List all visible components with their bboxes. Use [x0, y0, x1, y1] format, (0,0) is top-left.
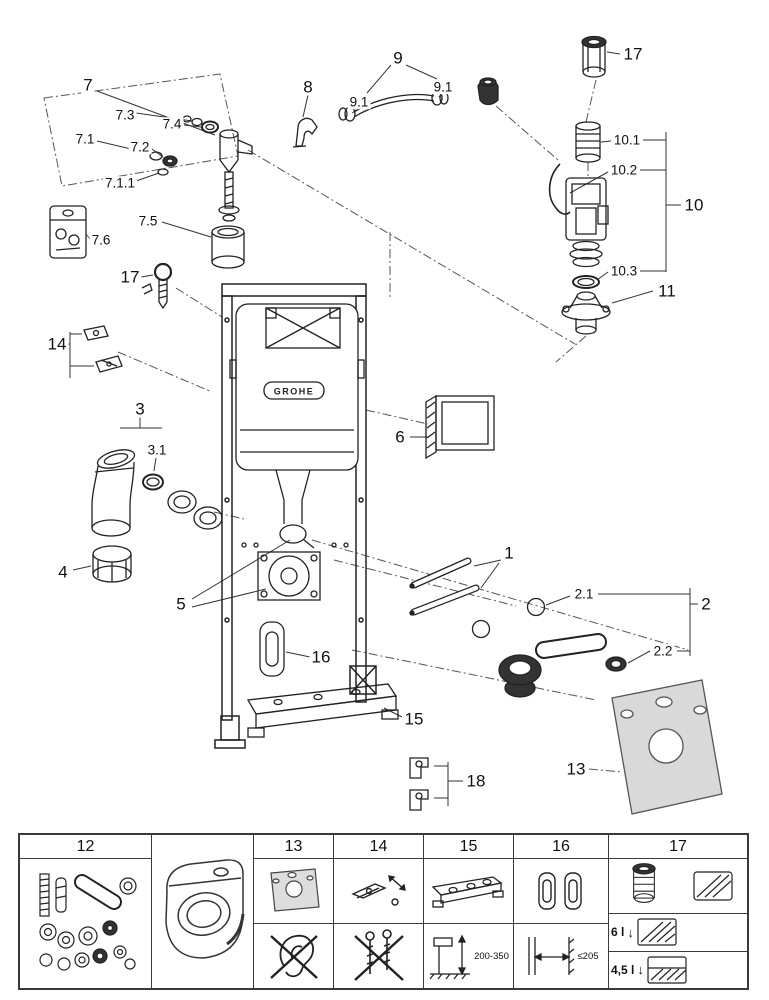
- callout-17-left: 17: [118, 267, 142, 287]
- exploded-diagram: GROHE: [43, 35, 723, 815]
- floor-rail-15: [246, 683, 399, 738]
- support-rail-icon: [424, 859, 513, 923]
- retaining-handle-16: [259, 621, 285, 677]
- down-arrow-icon: ↓: [637, 962, 644, 978]
- inlet-elbow-3: [91, 449, 223, 583]
- callout-9-1a: 9.1: [347, 94, 371, 110]
- fastening-set-icon: [20, 859, 151, 988]
- flush-volume-eco-row: 4,5 l ↓: [609, 950, 747, 989]
- panel-header-12: 12: [20, 835, 151, 859]
- callout-16: 16: [309, 647, 333, 667]
- flush-bend-icon: [632, 863, 656, 903]
- callout-7-3: 7.3: [113, 107, 137, 123]
- callout-8: 8: [301, 77, 315, 97]
- height-adjustment-icon: 200-350: [424, 923, 513, 988]
- spare-parts-bag: [49, 205, 87, 259]
- callout-7-1: 7.1: [73, 131, 97, 147]
- leader-lines: [64, 51, 698, 806]
- panel-cell-17: 17 6 l ↓: [609, 835, 747, 988]
- inspection-box-6: [425, 394, 495, 460]
- callout-7-2: 7.2: [128, 139, 152, 155]
- callout-11: 11: [656, 281, 678, 301]
- panel-cell-toilet: [152, 835, 254, 988]
- callout-14: 14: [45, 334, 69, 354]
- tank-full-icon: [637, 918, 677, 946]
- callout-9: 9: [391, 48, 405, 68]
- support-clip-8: [292, 117, 318, 148]
- callout-4: 4: [56, 562, 70, 582]
- panel-header-14: 14: [334, 835, 423, 859]
- frame-handles-icon: [514, 859, 608, 923]
- callout-2-1: 2.1: [572, 586, 596, 602]
- flush-full-label: 6 l: [611, 925, 625, 940]
- anchor-bolt-17: [141, 262, 173, 310]
- callout-5: 5: [174, 594, 188, 614]
- toilet-illustration: [152, 835, 253, 988]
- callout-10-3: 10.3: [608, 263, 640, 279]
- panel-cell-16: 16 ≤205: [514, 835, 609, 988]
- depth-max-label: ≤205: [577, 950, 599, 962]
- callout-2: 2: [699, 594, 713, 614]
- no-screws-icon: [334, 923, 423, 988]
- no-noise-ear-icon: [254, 923, 333, 988]
- flush-eco-label: 4,5 l: [611, 962, 635, 977]
- valve-seat-11: [561, 291, 611, 335]
- outlet-set-2: [471, 597, 627, 698]
- callout-18: 18: [464, 771, 488, 791]
- panel-header-17: 17: [609, 835, 747, 859]
- callout-10-1: 10.1: [611, 132, 643, 148]
- panel-cell-15: 15 200-: [424, 835, 514, 988]
- callout-7-4: 7.4: [160, 116, 184, 132]
- fill-valve-assembly: [149, 115, 253, 269]
- mounting-plate-5: [241, 542, 349, 601]
- callout-2-2: 2.2: [651, 643, 675, 659]
- height-range-label: 200-350: [474, 950, 509, 962]
- accessory-panel: 12: [18, 833, 749, 990]
- actuator-rods-1: [409, 557, 480, 616]
- callout-9-1b: 9.1: [431, 79, 455, 95]
- callout-7-6: 7.6: [89, 232, 113, 248]
- flush-bend-row: [609, 859, 747, 913]
- grohe-logo: GROHE: [274, 387, 315, 397]
- callout-3-1: 3.1: [145, 442, 169, 458]
- callout-10-2: 10.2: [608, 162, 640, 178]
- panel-header-13: 13: [254, 835, 333, 859]
- panel-cell-13: 13: [254, 835, 334, 988]
- panel-header-15: 15: [424, 835, 513, 859]
- flush-volume-full-row: 6 l ↓: [609, 913, 747, 951]
- panel-header-16: 16: [514, 835, 608, 859]
- callout-7-5: 7.5: [136, 213, 160, 229]
- flush-bend-17: [581, 35, 607, 78]
- callout-1: 1: [502, 543, 516, 563]
- callout-7: 7: [81, 75, 95, 95]
- sound-insulation-panel-icon: [254, 859, 333, 923]
- discharge-valve-10: [548, 121, 609, 289]
- panel-cell-12: 12: [20, 835, 152, 988]
- callout-3: 3: [133, 399, 147, 419]
- sound-insulation-panel-13: [611, 679, 723, 815]
- down-arrow-icon: ↓: [627, 924, 634, 940]
- callout-7-1-1: 7.1.1: [102, 175, 138, 191]
- wall-bracket-icon: [334, 859, 423, 923]
- clamps-18: [409, 757, 429, 811]
- panel-cell-14: 14: [334, 835, 424, 988]
- wall-brackets-14: [83, 325, 123, 373]
- hose-assembly-9: [338, 77, 499, 122]
- callout-15: 15: [402, 709, 426, 729]
- callout-10: 10: [682, 195, 706, 215]
- callout-17-top: 17: [621, 44, 645, 64]
- cistern-icon: [693, 871, 733, 901]
- cistern: GROHE: [229, 303, 365, 549]
- depth-dimension-icon: ≤205: [514, 923, 608, 988]
- callout-13: 13: [564, 759, 588, 779]
- callout-6: 6: [393, 427, 407, 447]
- tank-eco-icon: [647, 956, 687, 984]
